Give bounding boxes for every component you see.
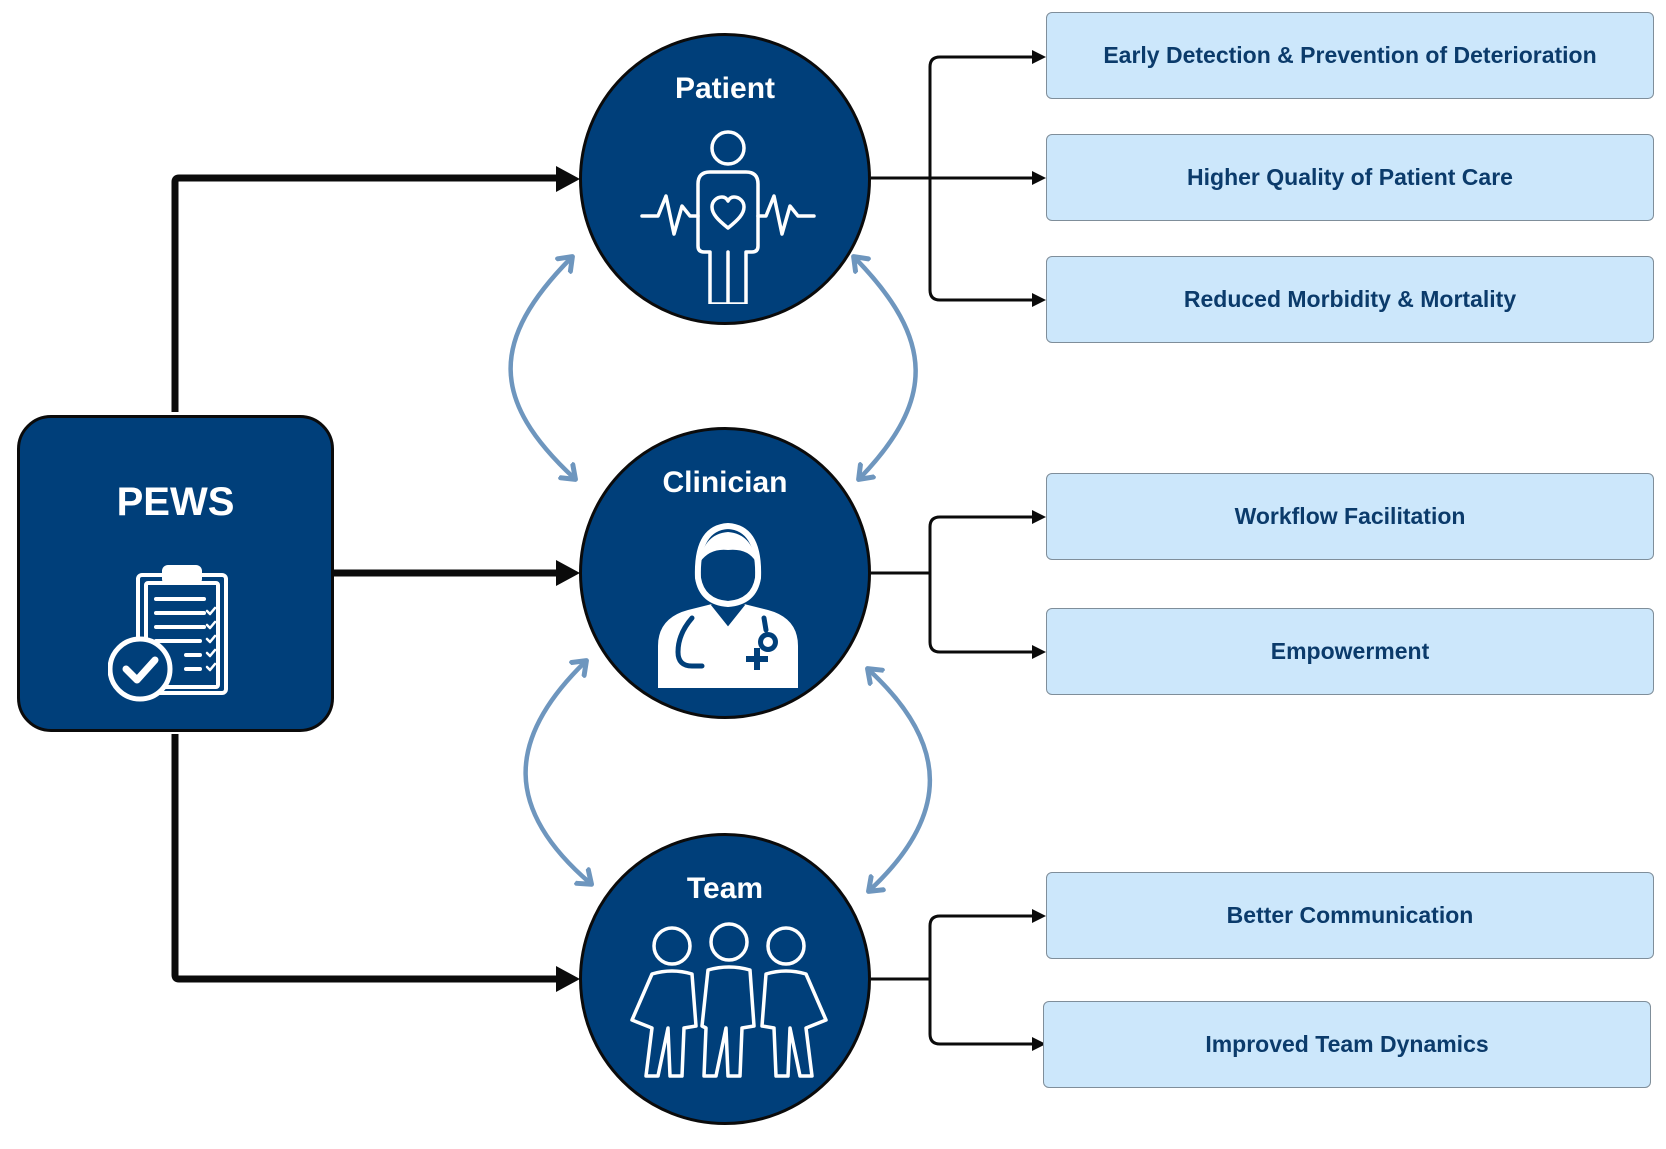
pews-label: PEWS [116,480,235,524]
team-label: Team [686,872,764,905]
connector-clinician-bracket [928,515,1034,654]
team-node: Team [579,833,871,1125]
clinician-node: Clinician [579,427,871,719]
outcome-empowerment: Empowerment [1046,608,1654,695]
arrowhead-team-outcome-1 [1032,909,1046,923]
arrowhead-patient-outcome-1 [1032,50,1046,64]
bidirectional-arrow-patient-clinician-right [855,258,918,478]
node-to-outcome-connectors [871,50,1046,1051]
outcome-team-dynamics: Improved Team Dynamics [1043,1001,1651,1088]
outcome-early-detection: Early Detection & Prevention of Deterior… [1046,12,1654,99]
pews-box: PEWS [17,415,334,732]
arrowhead-patient-outcome-2 [1032,171,1046,185]
team-people-icon [630,922,828,1078]
arrowhead-pews-clinician [556,560,580,586]
pews-to-nodes-connectors [171,166,580,992]
connector-pews-patient [171,174,556,412]
clinician-label: Clinician [662,466,788,499]
connector-patient-bracket [928,55,1034,302]
arrowhead-pews-team [556,966,580,992]
doctor-stethoscope-icon [658,522,798,688]
arrowhead-patient-outcome-3 [1032,293,1046,307]
patient-label: Patient [674,72,776,105]
arrowhead-pews-patient [556,166,580,192]
clipboard-checklist-icon [108,565,228,702]
outcome-workflow-facilitation: Workflow Facilitation [1046,473,1654,560]
arrowhead-clinician-outcome-1 [1032,510,1046,524]
connector-pews-team [171,734,556,983]
outcome-better-communication: Better Communication [1046,872,1654,959]
patient-node: Patient [579,33,871,325]
bidirectional-arrows [508,258,933,890]
outcome-reduced-morbidity: Reduced Morbidity & Mortality [1046,256,1654,343]
bidirectional-arrow-clinician-team-left [523,662,590,883]
patient-heartbeat-icon [640,130,816,304]
outcome-quality-of-care: Higher Quality of Patient Care [1046,134,1654,221]
bidirectional-arrow-patient-clinician-left [508,258,574,478]
bidirectional-arrow-clinician-team-right [869,670,933,890]
connector-team-bracket [928,914,1034,1046]
arrowhead-clinician-outcome-2 [1032,645,1046,659]
arrowhead-team-outcome-2 [1032,1037,1046,1051]
